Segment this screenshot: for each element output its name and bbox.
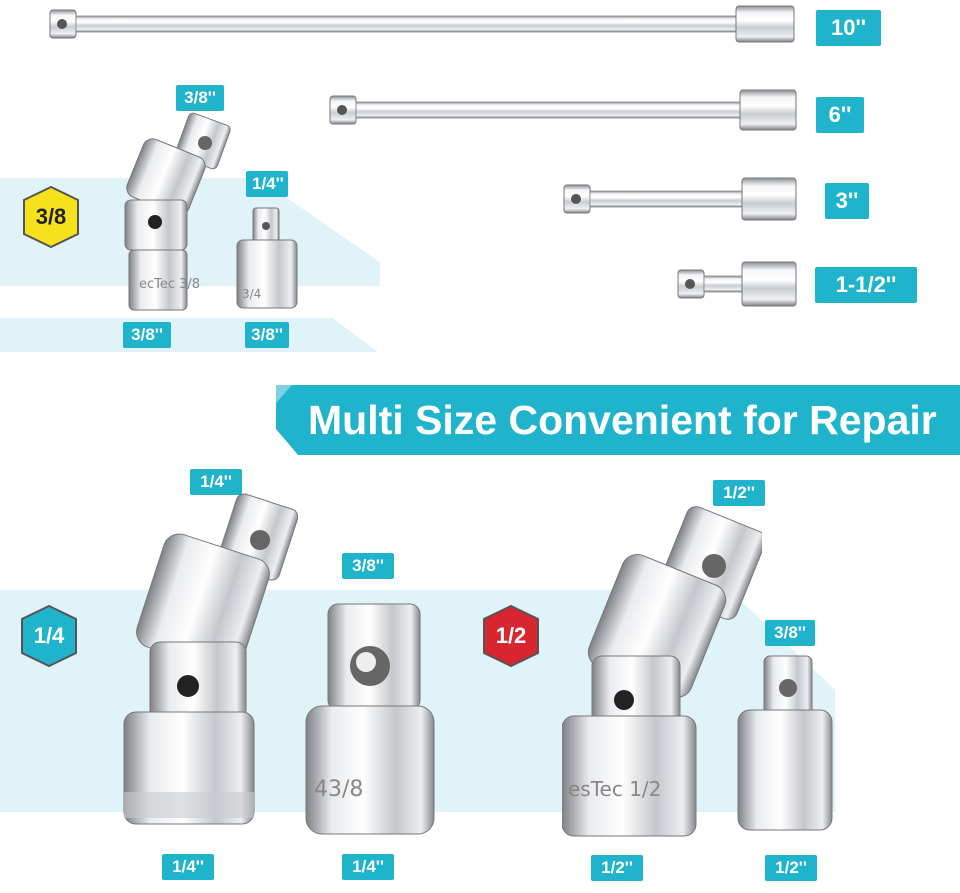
- headline-text: Multi Size Convenient for Repair: [308, 397, 937, 443]
- extension-bar-6: [328, 88, 798, 132]
- size-label: 6'': [816, 97, 864, 133]
- size-label: 1/2'': [713, 480, 765, 506]
- size-label: 3/8'': [245, 322, 289, 348]
- socket-adapter-1-2: [736, 652, 836, 834]
- headline-banner: Multi Size Convenient for Repair: [276, 385, 960, 455]
- universal-joint-1-4: [118, 492, 298, 847]
- universal-joint-3-8: ecTec 3/8: [115, 110, 235, 315]
- size-label: 3/8'': [342, 553, 394, 579]
- band-3-8-lower: [0, 318, 378, 352]
- size-label: 1-1/2'': [815, 267, 917, 303]
- universal-joint-1-2: esTec 1/2: [562, 506, 762, 846]
- size-label: 1/4'': [162, 854, 214, 880]
- extension-bar-10: [48, 4, 798, 44]
- size-label: 3'': [825, 183, 869, 219]
- engraving: 3/4: [242, 287, 261, 301]
- drive-badge-1-2: 1/2: [482, 605, 540, 667]
- socket-adapter-3-8: 3/4: [234, 206, 300, 310]
- size-label: 1/4'': [342, 854, 394, 880]
- size-label: 3/8'': [765, 620, 815, 646]
- size-label: 1/2'': [591, 855, 643, 881]
- size-label: 10'': [816, 10, 881, 46]
- size-label: 3/8'': [176, 85, 224, 111]
- socket-adapter-1-4: 43/8: [300, 600, 440, 840]
- size-label: 1/4'': [246, 171, 288, 197]
- size-label: 3/8'': [123, 322, 171, 348]
- size-label: 1/2'': [765, 855, 817, 881]
- extension-bar-3: [562, 176, 798, 222]
- engraving: esTec 1/2: [568, 777, 661, 801]
- engraving: ecTec 3/8: [139, 277, 200, 292]
- drive-badge-3-8: 3/8: [22, 186, 80, 248]
- drive-badge-1-4: 1/4: [20, 605, 78, 667]
- extension-bar-1-5: [676, 260, 798, 308]
- engraving: 43/8: [314, 777, 363, 802]
- size-label: 1/4'': [190, 469, 242, 495]
